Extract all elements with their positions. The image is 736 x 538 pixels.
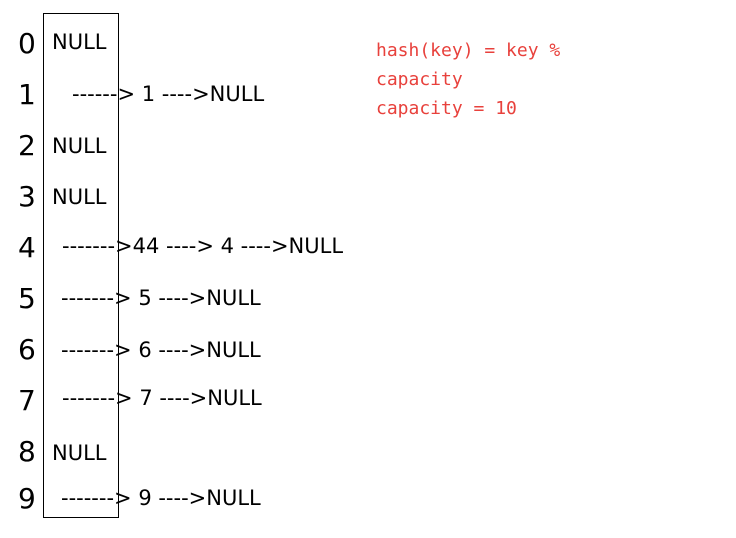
chain-bucket-6: -------> 6 ---->NULL [61,338,261,362]
chain-bucket-7: -------> 7 ---->NULL [62,386,262,410]
bucket-index-5: 5 [18,282,36,315]
bucket-array-box [43,13,119,518]
bucket-index-7: 7 [18,384,36,417]
bucket-0-null: NULL [52,30,107,54]
note-line-2: capacity [376,69,463,90]
chain-bucket-1: ------> 1 ---->NULL [72,82,265,106]
bucket-index-8: 8 [18,435,36,468]
bucket-index-3: 3 [18,180,36,213]
bucket-index-9: 9 [18,482,36,515]
bucket-index-2: 2 [18,129,36,162]
chain-bucket-9: -------> 9 ---->NULL [61,486,261,510]
bucket-index-1: 1 [18,78,36,111]
hash-function-note: hash(key) = key % capacity capacity = 10 [376,36,560,123]
bucket-index-6: 6 [18,333,36,366]
note-line-3: capacity = 10 [376,98,517,119]
note-line-1: hash(key) = key % [376,40,561,61]
chain-bucket-5: -------> 5 ---->NULL [61,286,261,310]
bucket-index-0: 0 [18,27,36,60]
bucket-index-4: 4 [18,231,36,264]
chain-bucket-4: ------->44 ----> 4 ---->NULL [62,234,344,258]
bucket-2-null: NULL [52,134,107,158]
bucket-3-null: NULL [52,185,107,209]
bucket-8-null: NULL [52,441,107,465]
